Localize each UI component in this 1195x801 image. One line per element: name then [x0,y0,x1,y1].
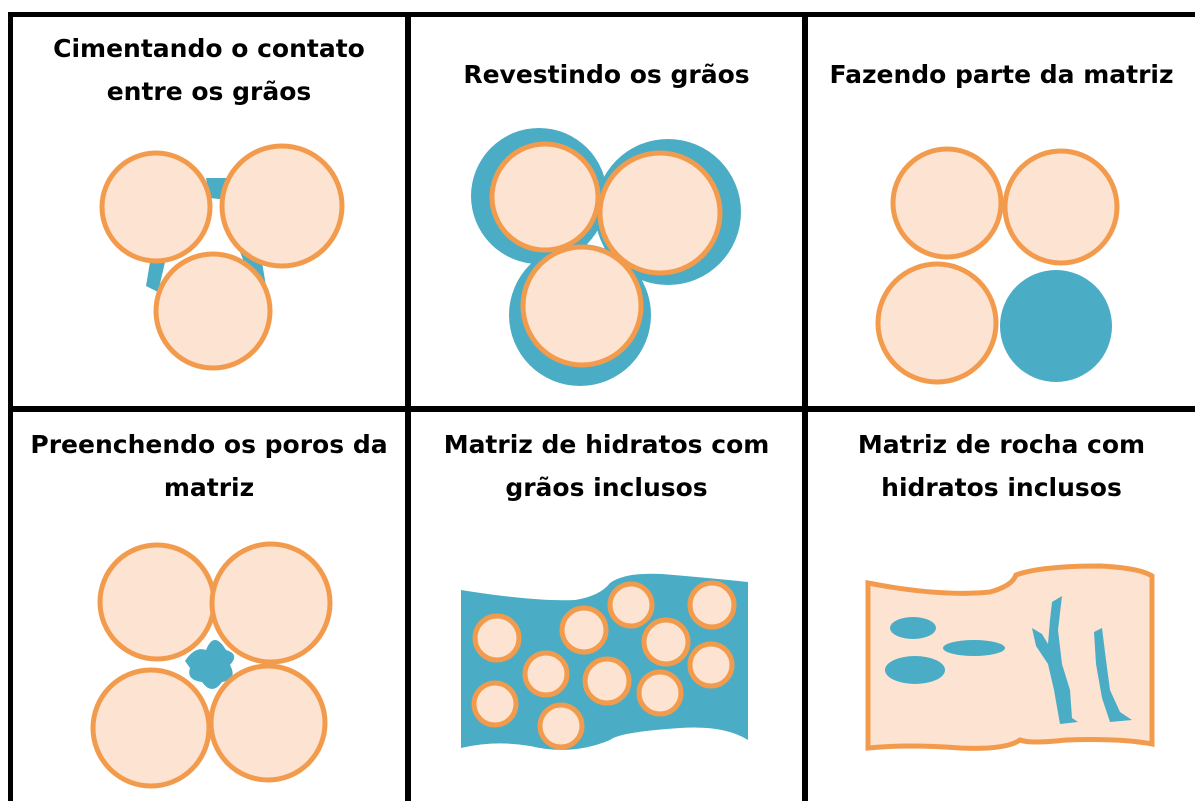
grain [209,541,333,665]
grain [219,143,345,269]
rock-matrix-illustration [865,563,1155,751]
title-line-1: Matriz de hidratos com [443,430,770,459]
grain [90,667,212,789]
hydrate-inclusion [890,617,936,639]
grain [522,650,570,698]
filling-pores-illustration [90,541,333,789]
grain [636,669,684,717]
panel-title: Matriz de hidratos com grãos inclusos [411,423,802,509]
panel-cementing-contacts: Cimentando o contato entre os grãos [13,17,405,406]
grain [641,617,691,667]
grid-column-divider-1 [405,12,411,801]
panel-part-of-matrix: Fazendo parte da matriz [808,17,1195,406]
grain [559,605,609,655]
title-line-1: Preenchendo os poros da [30,430,388,459]
grain [537,702,585,750]
coating-grains-illustration [471,128,741,386]
cementing-contacts-illustration [99,143,345,371]
part-of-matrix-illustration [875,146,1120,385]
panel-title: Matriz de rocha com hidratos inclusos [808,423,1195,509]
grain [97,542,217,662]
title-line-1: Cimentando o contato [53,34,365,63]
panel-coating-grains: Revestindo os grãos [411,17,802,406]
grain [99,150,213,264]
panel-title: Cimentando o contato entre os grãos [13,27,405,113]
hydrate-pore-fill [185,640,235,689]
hydrate-inclusion [885,656,945,684]
title-line-2: matriz [163,473,255,502]
grid-column-divider-2 [802,12,808,801]
title-line-1: Matriz de rocha com [857,430,1146,459]
grain [208,663,328,783]
title-line-1: Fazendo parte da matriz [829,60,1174,89]
hydrate-inclusion [943,640,1005,656]
title-line-2: grãos inclusos [505,473,708,502]
grain [582,656,632,706]
panel-filling-pores: Preenchendo os poros da matriz [13,412,405,801]
rock-matrix [865,563,1155,751]
grain [607,581,655,629]
hydrate-vein [1032,596,1078,724]
panel-title: Preenchendo os poros da matriz [13,423,405,509]
grid-top-border [8,12,1195,17]
grain [687,580,737,630]
grain [875,261,999,385]
grain [597,150,723,276]
panel-hydrate-matrix: Matriz de hidratos com grãos inclusos [411,412,802,801]
grain [687,641,735,689]
panel-title: Fazendo parte da matriz [808,53,1195,96]
grain [489,141,601,253]
title-line-2: hidratos inclusos [881,473,1122,502]
grain [1002,148,1120,266]
title-line-1: Revestindo os grãos [463,60,750,89]
grain [153,251,273,371]
panel-title: Revestindo os grãos [411,53,802,96]
hydrate-grain [1000,270,1112,382]
grain [890,146,1004,260]
title-line-2: entre os grãos [106,77,312,106]
hydrate-vein [1094,628,1132,722]
panel-rock-matrix: Matriz de rocha com hidratos inclusos [808,412,1195,801]
grain [471,680,519,728]
grain [472,613,522,663]
hydrate-matrix-illustration [461,573,748,750]
grain [520,244,644,368]
grid-middle-row-divider [8,406,1195,412]
hydrate-cement [146,258,166,292]
